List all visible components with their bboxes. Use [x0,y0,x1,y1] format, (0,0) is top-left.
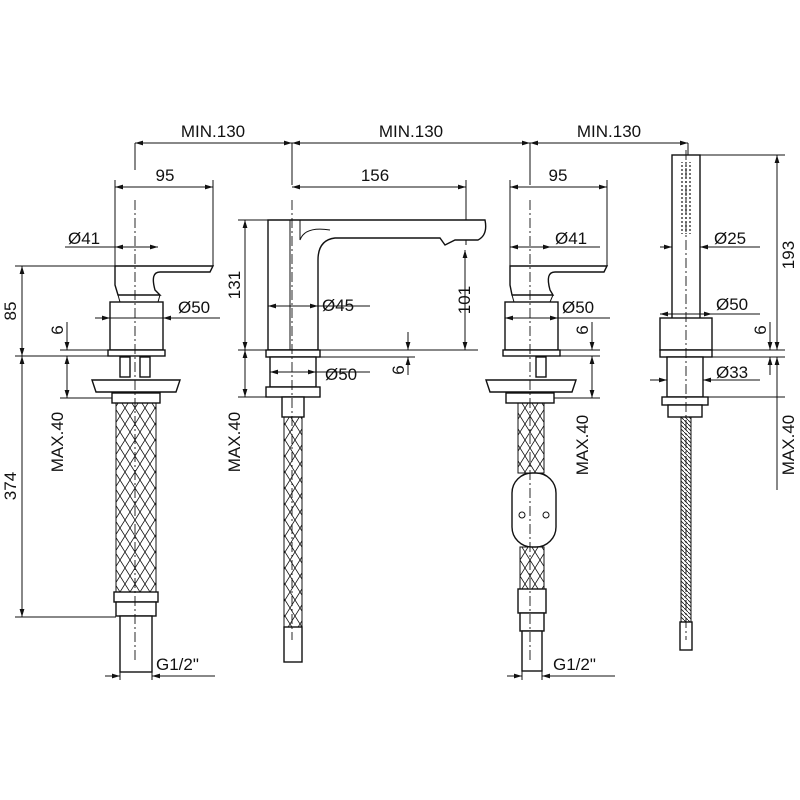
spout-outlet-label: 101 [455,286,474,314]
left-max-label: MAX.40 [48,412,67,472]
shower-height-label: 193 [779,241,798,269]
spout: 156 Ø45 Ø50 131 MAX.40 101 6 [225,166,487,663]
left-width-label: 95 [156,166,175,185]
left-length-label: 374 [1,472,20,500]
right-handle-dia-label: Ø41 [555,229,587,248]
spacing-label-2: MIN.130 [379,122,443,141]
shower-dia-label: Ø25 [714,229,746,248]
spout-reach-label: 156 [361,166,389,185]
right-body-dia-label: Ø50 [562,298,594,317]
right-mixer: 95 Ø41 Ø50 6 MAX.40 G1/2" [485,166,615,680]
right-thread-label: G1/2" [553,655,596,674]
left-mixer: 95 Ø41 Ø50 85 374 6 [1,166,220,680]
shower-plate-label: 6 [751,325,770,334]
left-height-label: 85 [1,302,20,321]
left-handle-dia-label: Ø41 [68,229,100,248]
right-width-label: 95 [549,166,568,185]
left-plate-label: 6 [48,325,67,334]
spacing-label-3: MIN.130 [577,122,641,141]
hand-shower: Ø25 Ø50 Ø33 193 6 MAX.40 [650,150,798,651]
spacing-label-1: MIN.130 [181,122,245,141]
spacing-dimension: MIN.130 MIN.130 MIN.130 [134,122,689,185]
right-plate-label: 6 [573,325,592,334]
shower-holder-dia-label: Ø50 [716,295,748,314]
shower-max-label: MAX.40 [779,415,798,475]
spout-plate-label: 6 [389,365,408,374]
spout-height-label: 131 [225,271,244,299]
spout-max-label: MAX.40 [225,412,244,472]
shower-base-dia-label: Ø33 [716,363,748,382]
left-thread-label: G1/2" [156,655,199,674]
left-body-dia-label: Ø50 [178,298,210,317]
right-max-label: MAX.40 [573,415,592,475]
spout-dia-label: Ø45 [322,296,354,315]
spout-body-dia-label: Ø50 [325,365,357,384]
